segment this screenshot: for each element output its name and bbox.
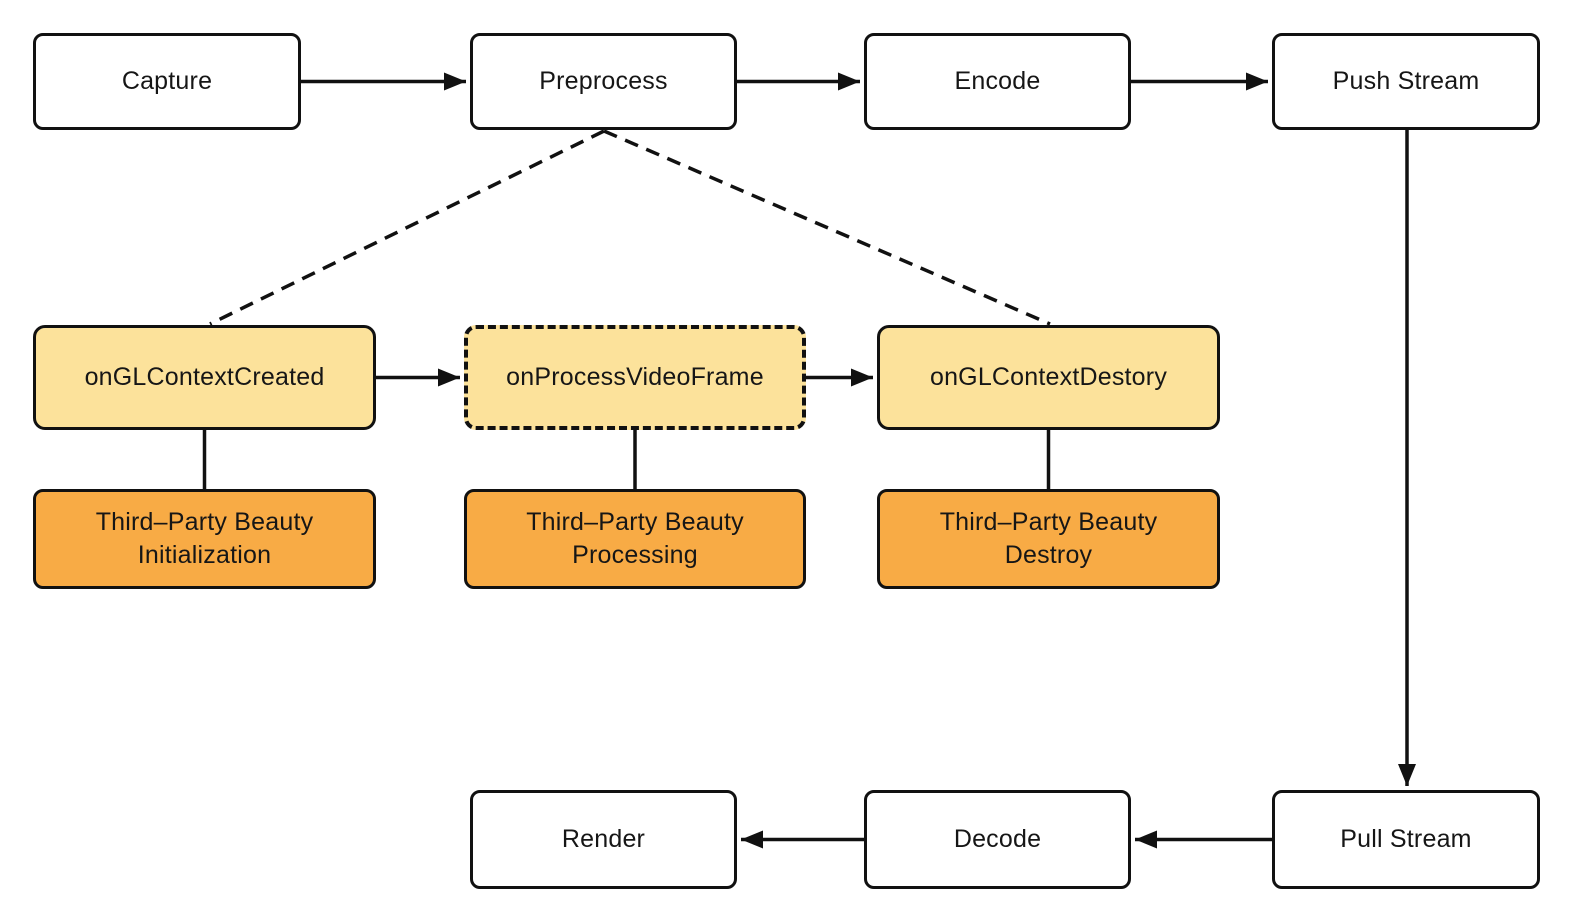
node-preprocess-label: Preprocess [539, 67, 668, 95]
node-encode: Encode [864, 33, 1131, 130]
node-on-process-video-frame: onProcessVideoFrame [464, 325, 806, 430]
node-preprocess: Preprocess [470, 33, 737, 130]
dashed-link-preprocess-to-ongl-created [209, 129, 605, 326]
dashed-link-preprocess-to-ongl-destory [603, 129, 1051, 326]
node-capture-label: Capture [121, 67, 213, 95]
node-render-label: Render [561, 825, 646, 853]
node-pull-stream-label: Pull Stream [1340, 825, 1472, 853]
node-on-process-video-frame-label: onProcessVideoFrame [506, 363, 764, 391]
node-beauty-destroy-label: Third–Party Beauty Destroy [939, 508, 1158, 569]
node-decode: Decode [864, 790, 1131, 889]
node-decode-label: Decode [953, 825, 1042, 853]
node-beauty-destroy: Third–Party Beauty Destroy [877, 489, 1220, 589]
node-push-stream-label: Push Stream [1332, 67, 1480, 95]
node-on-gl-context-created: onGLContextCreated [33, 325, 376, 430]
node-capture: Capture [33, 33, 301, 130]
node-on-gl-context-destory: onGLContextDestory [877, 325, 1220, 430]
node-encode-label: Encode [954, 67, 1041, 95]
node-beauty-processing: Third–Party Beauty Processing [464, 489, 806, 589]
node-pull-stream: Pull Stream [1272, 790, 1540, 889]
node-push-stream: Push Stream [1272, 33, 1540, 130]
node-on-gl-context-created-label: onGLContextCreated [84, 363, 325, 391]
node-beauty-initialization: Third–Party Beauty Initialization [33, 489, 376, 589]
node-beauty-initialization-label: Third–Party Beauty Initialization [95, 508, 314, 569]
node-render: Render [470, 790, 737, 889]
node-on-gl-context-destory-label: onGLContextDestory [929, 363, 1168, 391]
node-beauty-processing-label: Third–Party Beauty Processing [526, 508, 744, 569]
